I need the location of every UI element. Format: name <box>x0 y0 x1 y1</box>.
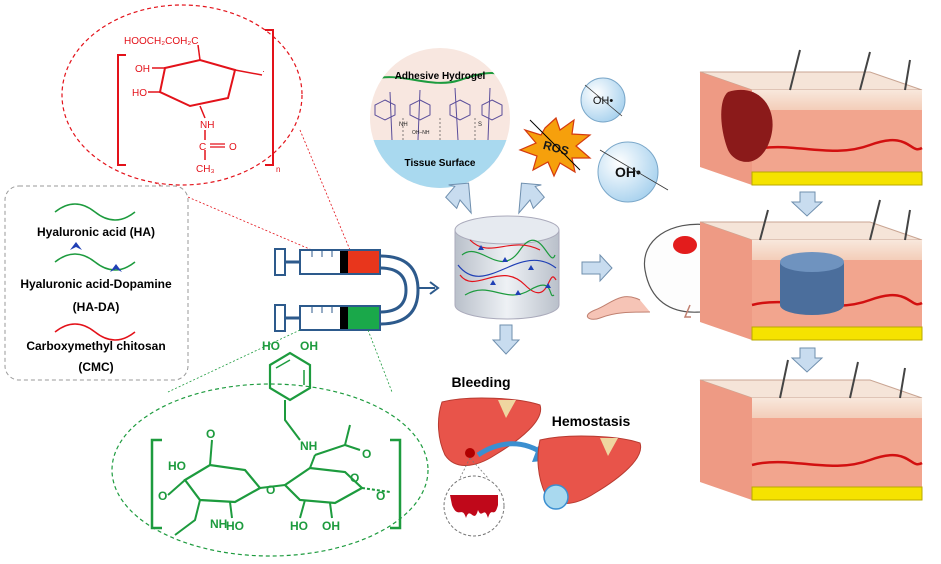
wound-icon <box>721 89 773 162</box>
bond-label-s: S <box>478 122 482 128</box>
carbonyl-o-label: O <box>229 142 237 153</box>
red-leader-2 <box>299 129 356 263</box>
bond-label-nh: NH <box>399 122 408 128</box>
bond-label-ohnh: OH–NH <box>412 130 430 136</box>
ho-left: HO <box>168 459 186 473</box>
red-component <box>348 251 379 273</box>
subscript-n: n <box>276 165 280 174</box>
o-carbonyl: O <box>362 447 371 461</box>
oh-label-1: OH <box>135 64 150 75</box>
dopamine-marker-icon <box>110 264 122 272</box>
substituent-label: HOOCH₂COH₂C <box>124 36 198 47</box>
arrow-down-icon <box>790 347 824 373</box>
liver-bleeding <box>437 397 542 537</box>
nh-label: NH <box>200 120 214 131</box>
cmc-structure-ellipse <box>111 383 429 557</box>
legend-hada-1: Hyaluronic acid-Dopamine <box>20 277 172 291</box>
right-bracket <box>265 29 274 166</box>
left-bracket <box>117 54 126 166</box>
arrow-down-icon <box>790 191 824 217</box>
o-ring-2: O <box>350 471 359 485</box>
legend-cmc-2: (CMC) <box>78 360 113 374</box>
green-component <box>348 307 379 329</box>
legend-box: Hyaluronic acid (HA) Hyaluronic acid-Dop… <box>4 185 189 381</box>
skin-block-wound <box>699 49 923 186</box>
legend-frame <box>4 185 189 381</box>
o-link-mid: O <box>266 483 275 497</box>
skin-block-healed <box>699 359 923 501</box>
hydrogel-cylinder <box>454 215 560 320</box>
cmc-dopamine-structure: HO OH NH O HO O O O O O NH HO OH HO <box>111 339 429 557</box>
oh-radical-large: OH• <box>597 141 669 203</box>
ho-top-1: HO <box>262 339 280 353</box>
nh-amide: NH <box>300 439 317 453</box>
hemostasis-label: Hemostasis <box>552 413 631 429</box>
o-link-left: O <box>158 489 167 503</box>
o-ring-1: O <box>206 427 215 441</box>
ho-bottom-3: HO <box>226 519 244 533</box>
oh-small-label: OH• <box>593 95 614 107</box>
ha-structure: HOOCH₂COH₂C OH HO NH C O CH₃ n · <box>61 4 303 186</box>
cmc-wave-icon <box>54 323 136 341</box>
hydrogel-plug <box>780 252 844 272</box>
sugar-ring <box>158 58 237 108</box>
oh-top-2: OH <box>300 339 318 353</box>
bubble-icon <box>597 141 659 203</box>
catechol-ring <box>268 351 312 402</box>
wound-site <box>673 236 697 254</box>
ha-structure-ellipse <box>61 4 303 186</box>
liver-icon <box>537 435 642 504</box>
dual-syringe <box>274 248 440 332</box>
arrow-down-icon <box>491 324 521 355</box>
legend-hada-2: (HA-DA) <box>73 300 120 314</box>
mix-arrow-icon <box>418 281 440 295</box>
upward-arrows <box>445 182 545 215</box>
dopamine-marker-icon <box>70 242 82 250</box>
hada-wave-icon <box>54 253 136 271</box>
oh-radical-small: OH• <box>580 77 626 123</box>
explosion-icon <box>518 116 592 178</box>
liver-hemostasis <box>537 435 642 510</box>
methyl-label: CH₃ <box>196 164 215 175</box>
carbonyl-c-label: C <box>199 142 206 153</box>
hydrogel-patch <box>543 484 569 510</box>
ho-bottom-1: HO <box>290 519 308 533</box>
adhesion-panel: Adhesive Hydrogel Tissue Surface NH OH–N… <box>370 48 510 188</box>
ros-burst: ROS <box>518 116 592 178</box>
oh-bottom-2: OH <box>322 519 340 533</box>
arrow-up-right-icon <box>518 182 545 215</box>
ha-wave-icon <box>54 203 136 221</box>
svg-text:·: · <box>262 66 265 76</box>
oh-large-label: OH• <box>615 164 641 180</box>
skin-block-hydrogel <box>699 199 923 341</box>
arrow-up-left-icon <box>445 182 472 215</box>
nh-bottom: NH <box>210 517 227 531</box>
bleeding-label: Bleeding <box>451 374 510 390</box>
oh-label-2: HO <box>132 88 147 99</box>
legend-ha: Hyaluronic acid (HA) <box>37 225 155 239</box>
blood-drip-icon <box>450 495 498 518</box>
tissue-surface-label: Tissue Surface <box>405 158 476 169</box>
o-link-right: O <box>376 489 385 503</box>
liver-icon <box>437 397 542 466</box>
adhesive-hydrogel-label: Adhesive Hydrogel <box>395 71 486 82</box>
legend-cmc-1: Carboxymethyl chitosan <box>26 339 165 353</box>
arrow-right-icon <box>581 253 613 283</box>
